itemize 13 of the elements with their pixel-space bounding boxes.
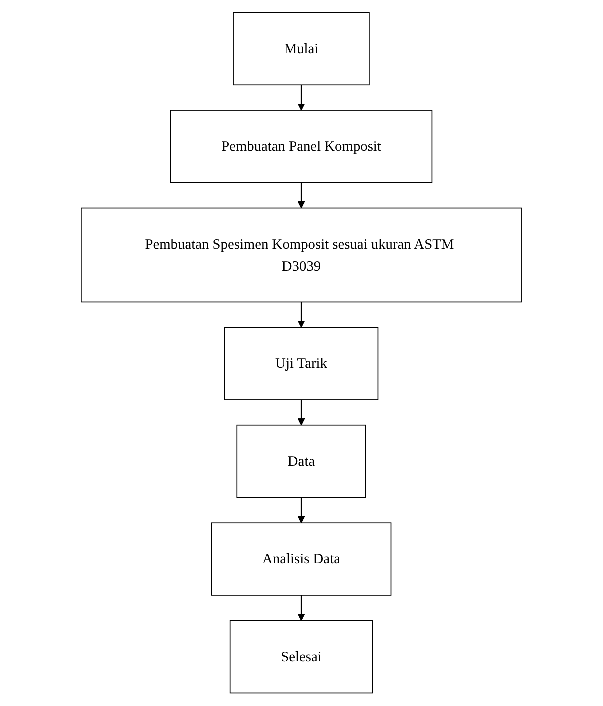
arrow: [298, 182, 306, 209]
node-box: Selesai: [230, 620, 374, 694]
arrow: [298, 498, 306, 524]
arrow: [298, 85, 306, 111]
arrow: [298, 400, 306, 426]
node-box: Data: [236, 424, 366, 498]
node-box: Uji Tarik: [224, 327, 379, 400]
arrow: [298, 302, 306, 328]
node-box: Pembuatan Spesimen Komposit sesuai ukuran ASTM D3039: [81, 208, 522, 303]
arrow: [298, 595, 306, 622]
node-box: Pembuatan Panel Komposit: [170, 110, 433, 184]
node-box: Analisis Data: [211, 522, 392, 596]
node-box: Mulai: [233, 12, 370, 86]
